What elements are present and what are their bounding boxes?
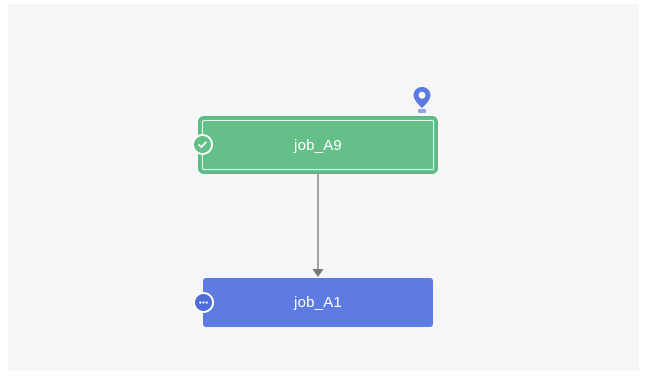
location-pin-icon[interactable] <box>412 86 432 114</box>
dependency-edges <box>312 174 324 277</box>
check-circle-icon <box>192 134 213 155</box>
job-node-job-a1[interactable]: job_A1 <box>203 278 433 327</box>
edge-arrowhead <box>312 269 324 277</box>
job-node-job-a9[interactable]: job_A9 <box>198 116 438 174</box>
job-node-label: job_A9 <box>294 136 342 154</box>
more-circle-icon <box>193 292 214 313</box>
workflow-canvas[interactable]: job_A9 job_A1 <box>8 4 639 371</box>
job-node-label: job_A1 <box>294 294 342 311</box>
